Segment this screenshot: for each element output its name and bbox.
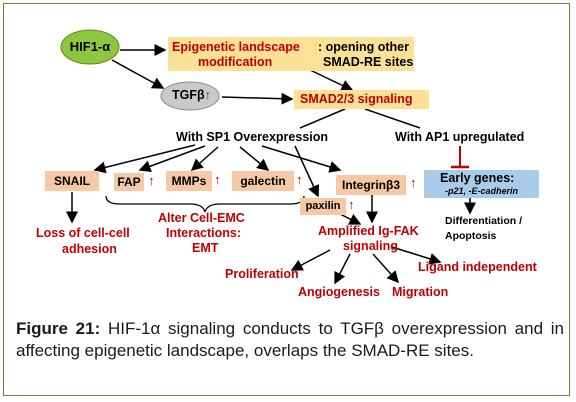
mmps-up-arrow: ↑ (214, 172, 221, 187)
galectin-up-arrow: ↑ (296, 172, 303, 187)
loss-label-line1: Loss of cell-cell (36, 226, 130, 240)
paxilin-box: paxilin (300, 198, 346, 215)
arrow-amp-ligand (391, 246, 442, 265)
sp1-label: With SP1 Overexpression (176, 130, 329, 144)
line-smad-ap1 (364, 108, 421, 129)
line-smad-sp1 (299, 108, 346, 129)
differentiation-line2: Apoptosis (445, 230, 497, 242)
smad-box (294, 90, 429, 109)
migration-label: Migration (392, 285, 449, 299)
arrow-sp1-paxilin (294, 145, 320, 198)
arrow-sp1-galectin (239, 146, 270, 171)
tgfb-label: TGFβ↑ (172, 88, 211, 102)
epigenetic-box (168, 37, 414, 71)
differentiation-line1: Differentiation / (445, 215, 523, 227)
arrow-sp1-snail (93, 144, 196, 174)
angiogenesis-label: Angiogenesis (298, 285, 380, 299)
hif-node-ellipse (60, 29, 120, 65)
arrow-amp-migration (372, 253, 399, 284)
arrow-tgfb-smad (221, 92, 294, 105)
arrow-amp-proliferation (290, 249, 331, 271)
amplified-label-line1: Amplified Ig-FAK (318, 224, 419, 238)
bracket-fap-galectin (105, 195, 305, 213)
opening-label-line1: : opening other (318, 40, 409, 54)
arrow-sp1-fap (138, 145, 206, 172)
figure-caption: Figure 21: HIF-1α signaling conducts to … (16, 318, 564, 362)
tgfb-up-arrow: ↑ (204, 88, 211, 102)
paxilin-up-arrow: ↑ (348, 197, 355, 212)
epigenetic-label-line1: Epigenetic landscape (172, 40, 300, 54)
tgfb-node-ellipse (160, 81, 220, 111)
alter-label-line1: Alter Cell-EMC (158, 211, 245, 225)
epigenetic-label-line2: modification (198, 55, 273, 69)
alter-label-line2: Interactions: (166, 226, 242, 240)
proliferation-label: Proliferation (225, 267, 299, 281)
caption-label: Figure 21: (16, 319, 101, 338)
integrin-box: Integrinβ3 (336, 175, 406, 195)
early-genes-title: Early genes: (440, 171, 515, 185)
early-genes-box (424, 170, 539, 198)
arrow-sp1-mmps (190, 146, 219, 171)
loss-label-line2: adhesion (62, 242, 117, 256)
opening-label-line2: SMAD-RE sites (323, 55, 414, 69)
ap1-label: With AP1 upregulated (395, 130, 525, 144)
alter-label-line3: EMT (192, 241, 219, 255)
arrow-paxilin-amplified (339, 213, 362, 225)
arrow-amp-angiogenesis (334, 253, 351, 285)
galectin-box: galectin (232, 171, 294, 191)
caption-text: HIF-1α signaling conducts to TGFβ overex… (16, 319, 564, 360)
ligand-label: Ligand independent (418, 260, 537, 274)
fap-box: FAP (114, 173, 144, 191)
snail-box: SNAIL (45, 171, 99, 191)
mmps-box: MMPs (166, 171, 212, 191)
arrow-epigenetic-smad (309, 69, 354, 91)
fap-up-arrow: ↑ (148, 173, 155, 188)
amplified-label-line2: signaling (343, 239, 398, 253)
arrow-hif-tgfb (111, 59, 165, 89)
smad-label: SMAD2/3 signaling (300, 92, 413, 106)
early-genes-sub: -p21, -E-cadherin (445, 186, 519, 196)
integrin-up-arrow: ↑ (410, 175, 417, 190)
hif-label: HIF1-α (69, 39, 111, 54)
